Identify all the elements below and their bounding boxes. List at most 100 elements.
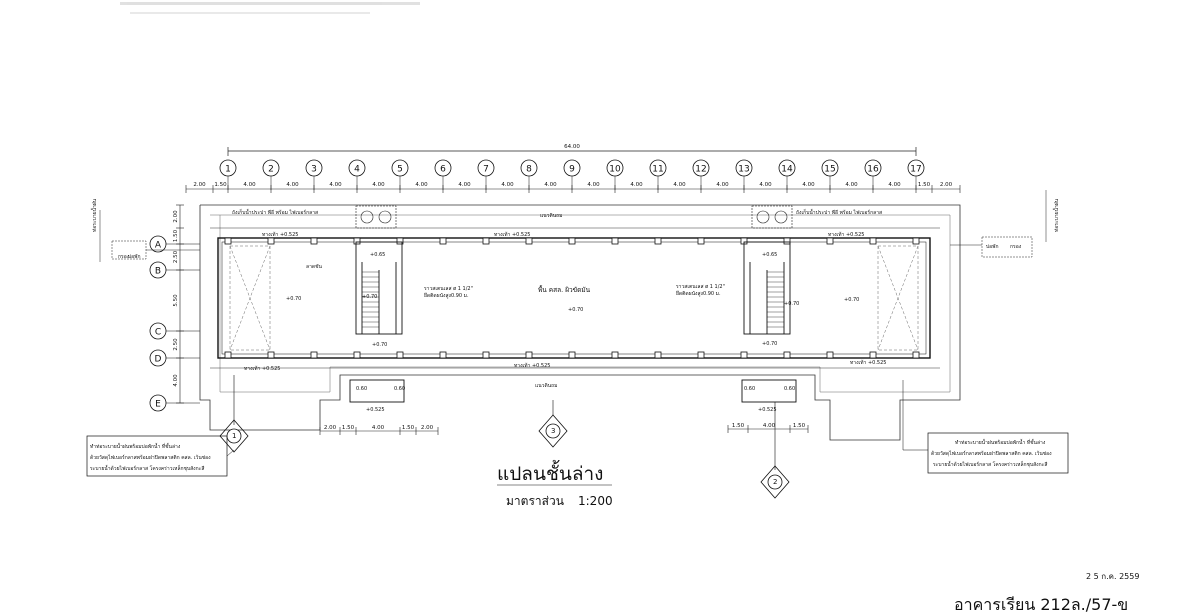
column-dimension-value: 4.00 [630, 182, 643, 188]
water-tank-right [751, 205, 793, 229]
grid-row-bubble: D [149, 349, 200, 367]
row-dimension-value: 2.50 [173, 250, 179, 263]
grid-row-bubble: B [149, 261, 200, 279]
column-dimension-value: 4.00 [845, 182, 858, 188]
grid-column-label: 7 [483, 165, 489, 175]
ramp-label: ลาดชัน [306, 264, 323, 270]
stair-dim-1: 0.60 [356, 386, 367, 392]
dimension-value: 1.50 [402, 425, 415, 431]
drawing-title: แปลนชั้นล่าง [497, 460, 603, 485]
level-bottom-right: +0.525 [758, 407, 777, 413]
column-dimension-value: 4.00 [415, 182, 428, 188]
grid-column-bubble: 1 [219, 159, 237, 190]
rain-pipe-right-label: ท่อระบายน้ำฝน [1051, 198, 1060, 232]
row-dimension-value: 2.50 [173, 338, 179, 351]
dimension-value: 1.50 [342, 425, 355, 431]
grid-column-bubble: 16 [864, 159, 882, 190]
structural-column [783, 351, 791, 359]
structural-column [912, 237, 920, 245]
grid-column-label: 12 [695, 165, 706, 175]
structural-column [310, 351, 318, 359]
structural-column [224, 237, 232, 245]
column-dimension-value: 4.00 [286, 182, 299, 188]
structural-column [611, 237, 619, 245]
water-tank-left-label: ถังเก็บน้ำประปา พีอี พร้อม ไฟเบอร์กลาส [232, 207, 318, 216]
walkway-lines [210, 227, 940, 369]
dimension-value: 2.00 [324, 425, 337, 431]
column-dimension-value: 2.00 [193, 182, 206, 188]
note-right-line-3: ระบายน้ำด้วยไฟเบอร์กลาส โครงคร่าวเหล็กชุ… [933, 459, 1047, 468]
water-tank-right-label: ถังเก็บน้ำประปา พีอี พร้อม ไฟเบอร์กลาส [796, 207, 882, 216]
column-dimension-value: 4.00 [673, 182, 686, 188]
walkway-label-br: ทางเท้า +0.525 [850, 359, 886, 366]
grid-column-bubble: 17 [907, 159, 925, 190]
column-dimension-value: 2.00 [940, 182, 953, 188]
entry-bay-right [741, 379, 797, 403]
structural-column [267, 351, 275, 359]
drain-right-a: บ่อพัก [986, 244, 999, 250]
note-right-line-1: ทำท่อระบายน้ำฝนพร้อมบ่อพักน้ำ ที่ชั้นล่า… [955, 437, 1046, 446]
column-dimension-value: 4.00 [501, 182, 514, 188]
structural-column [912, 351, 920, 359]
note-left-line-3: ระบายน้ำด้วยไฟเบอร์กลาส โครงคร่าวเหล็กชุ… [90, 463, 204, 472]
scale-label: มาตราส่วน [506, 494, 564, 508]
row-dimension-value: 5.50 [173, 294, 179, 307]
grid-column-label: 5 [397, 165, 403, 175]
column-dimension-value: 4.00 [544, 182, 557, 188]
grid-column-bubble: 13 [735, 159, 753, 190]
grid-row-label: D [155, 355, 162, 365]
note-right-line-2: ด้วยวัสดุไฟเบอร์กลาสพร้อมฝาปิดพลาสติก คส… [931, 450, 1052, 457]
level-stair-right: +0.70 [784, 301, 799, 307]
section-1-label: 1 [232, 432, 236, 440]
column-dimension-value: 1.50 [214, 182, 227, 188]
structural-column [224, 351, 232, 359]
grid-row-label: C [155, 328, 161, 338]
scale-value: 1:200 [578, 494, 613, 508]
walkway-label-bl: ทางเท้า +0.525 [244, 365, 280, 372]
column-dimension-value: 4.00 [372, 182, 385, 188]
structural-column [568, 237, 576, 245]
sheet-name: อาคารเรียน 212ล./57-ข [954, 595, 1128, 613]
grid-column-label: 15 [824, 165, 835, 175]
structural-column [611, 351, 619, 359]
water-tank-left [355, 205, 397, 229]
column-dimension-value: 4.00 [802, 182, 815, 188]
building-walls [217, 237, 931, 359]
column-dimension-value: 4.00 [458, 182, 471, 188]
rain-pipe-left-label: ท่อระบายน้ำฝน [89, 198, 98, 232]
grid-column-label: 4 [354, 165, 360, 175]
drain-right-b: กรอง [1010, 244, 1022, 250]
structural-column [568, 351, 576, 359]
grid-row-dimensions: 2.001.502.505.502.504.00 [173, 204, 184, 404]
level-stair-left-bottom: +0.70 [372, 342, 387, 348]
structural-column [697, 351, 705, 359]
level-bottom-left: +0.525 [366, 407, 385, 413]
note-box-right [902, 380, 1069, 474]
grid-row-label: B [155, 267, 161, 277]
note-left-line-1: ทำท่อระบายน้ำฝนพร้อมบ่อพักน้ำ ที่ชั้นล่า… [90, 441, 181, 450]
note-box-left [86, 435, 235, 477]
level-center: +0.70 [568, 307, 583, 313]
structural-column [525, 351, 533, 359]
dimension-value: 1.50 [732, 423, 745, 429]
walkway-label-tc: ทางเท้า +0.525 [494, 231, 530, 238]
grid-column-bubble: 15 [821, 159, 839, 190]
walkway-label-tr: ทางเท้า +0.525 [828, 231, 864, 238]
stair-right-treads [767, 271, 784, 328]
column-dimension-value: 4.00 [888, 182, 901, 188]
structural-column [439, 351, 447, 359]
column-dimension-value: 4.00 [243, 182, 256, 188]
site-outline [199, 204, 961, 441]
grid-row-bubble: E [149, 394, 200, 412]
grid-column-bubble: 4 [348, 159, 366, 190]
structural-column [353, 237, 361, 245]
column-dimension-value: 4.00 [587, 182, 600, 188]
structural-column [482, 351, 490, 359]
section-3-label: 3 [551, 427, 555, 435]
structural-column [869, 351, 877, 359]
level-left-room: +0.70 [286, 296, 301, 302]
level-stair-left: +0.70 [362, 294, 377, 300]
level-right-room: +0.70 [844, 297, 859, 303]
